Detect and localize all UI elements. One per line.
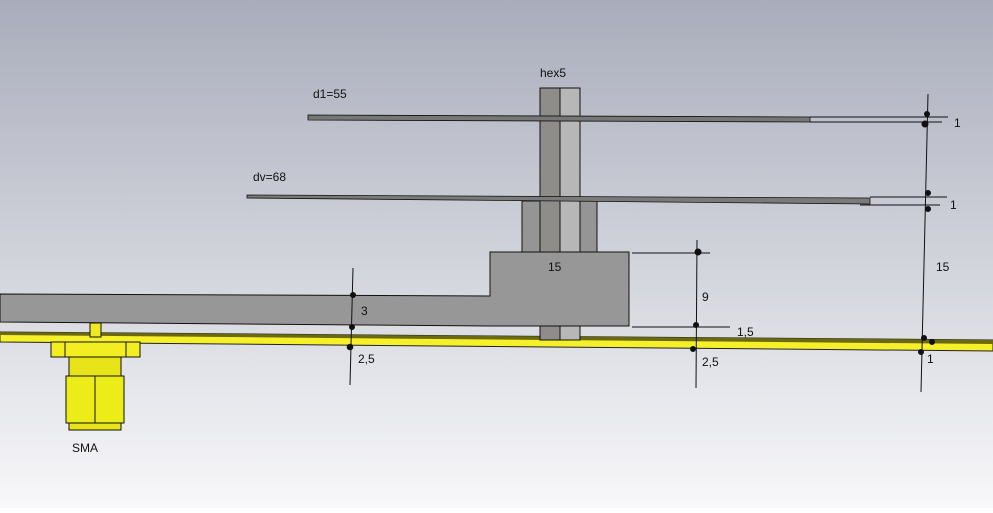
dimension-lines (346, 93, 935, 393)
dv-label: dv=68 (253, 170, 286, 184)
dim-block-gap: 1,5 (737, 325, 754, 339)
dim-arm-thickness: 3 (361, 304, 368, 318)
dim-element-spacing: 15 (936, 260, 950, 274)
director-element-d1 (307, 114, 948, 123)
feed-block (0, 251, 630, 327)
dim-block-height: 9 (702, 290, 709, 304)
sma-connector (50, 322, 141, 431)
dim-dv-thickness: 1 (950, 198, 957, 212)
d1-label: d1=55 (313, 87, 347, 101)
driven-element-dv (246, 194, 947, 206)
dim-pcb-thickness: 1 (927, 352, 934, 366)
dim-pcb-gap-left: 2,5 (358, 352, 375, 366)
hex-rod-label: hex5 (540, 66, 566, 80)
dim-pcb-gap-right: 2,5 (702, 355, 719, 369)
dim-d1-thickness: 1 (954, 116, 961, 130)
sma-label: SMA (72, 441, 98, 455)
pcb-board (0, 331, 993, 352)
block-width-label: 15 (548, 260, 562, 274)
